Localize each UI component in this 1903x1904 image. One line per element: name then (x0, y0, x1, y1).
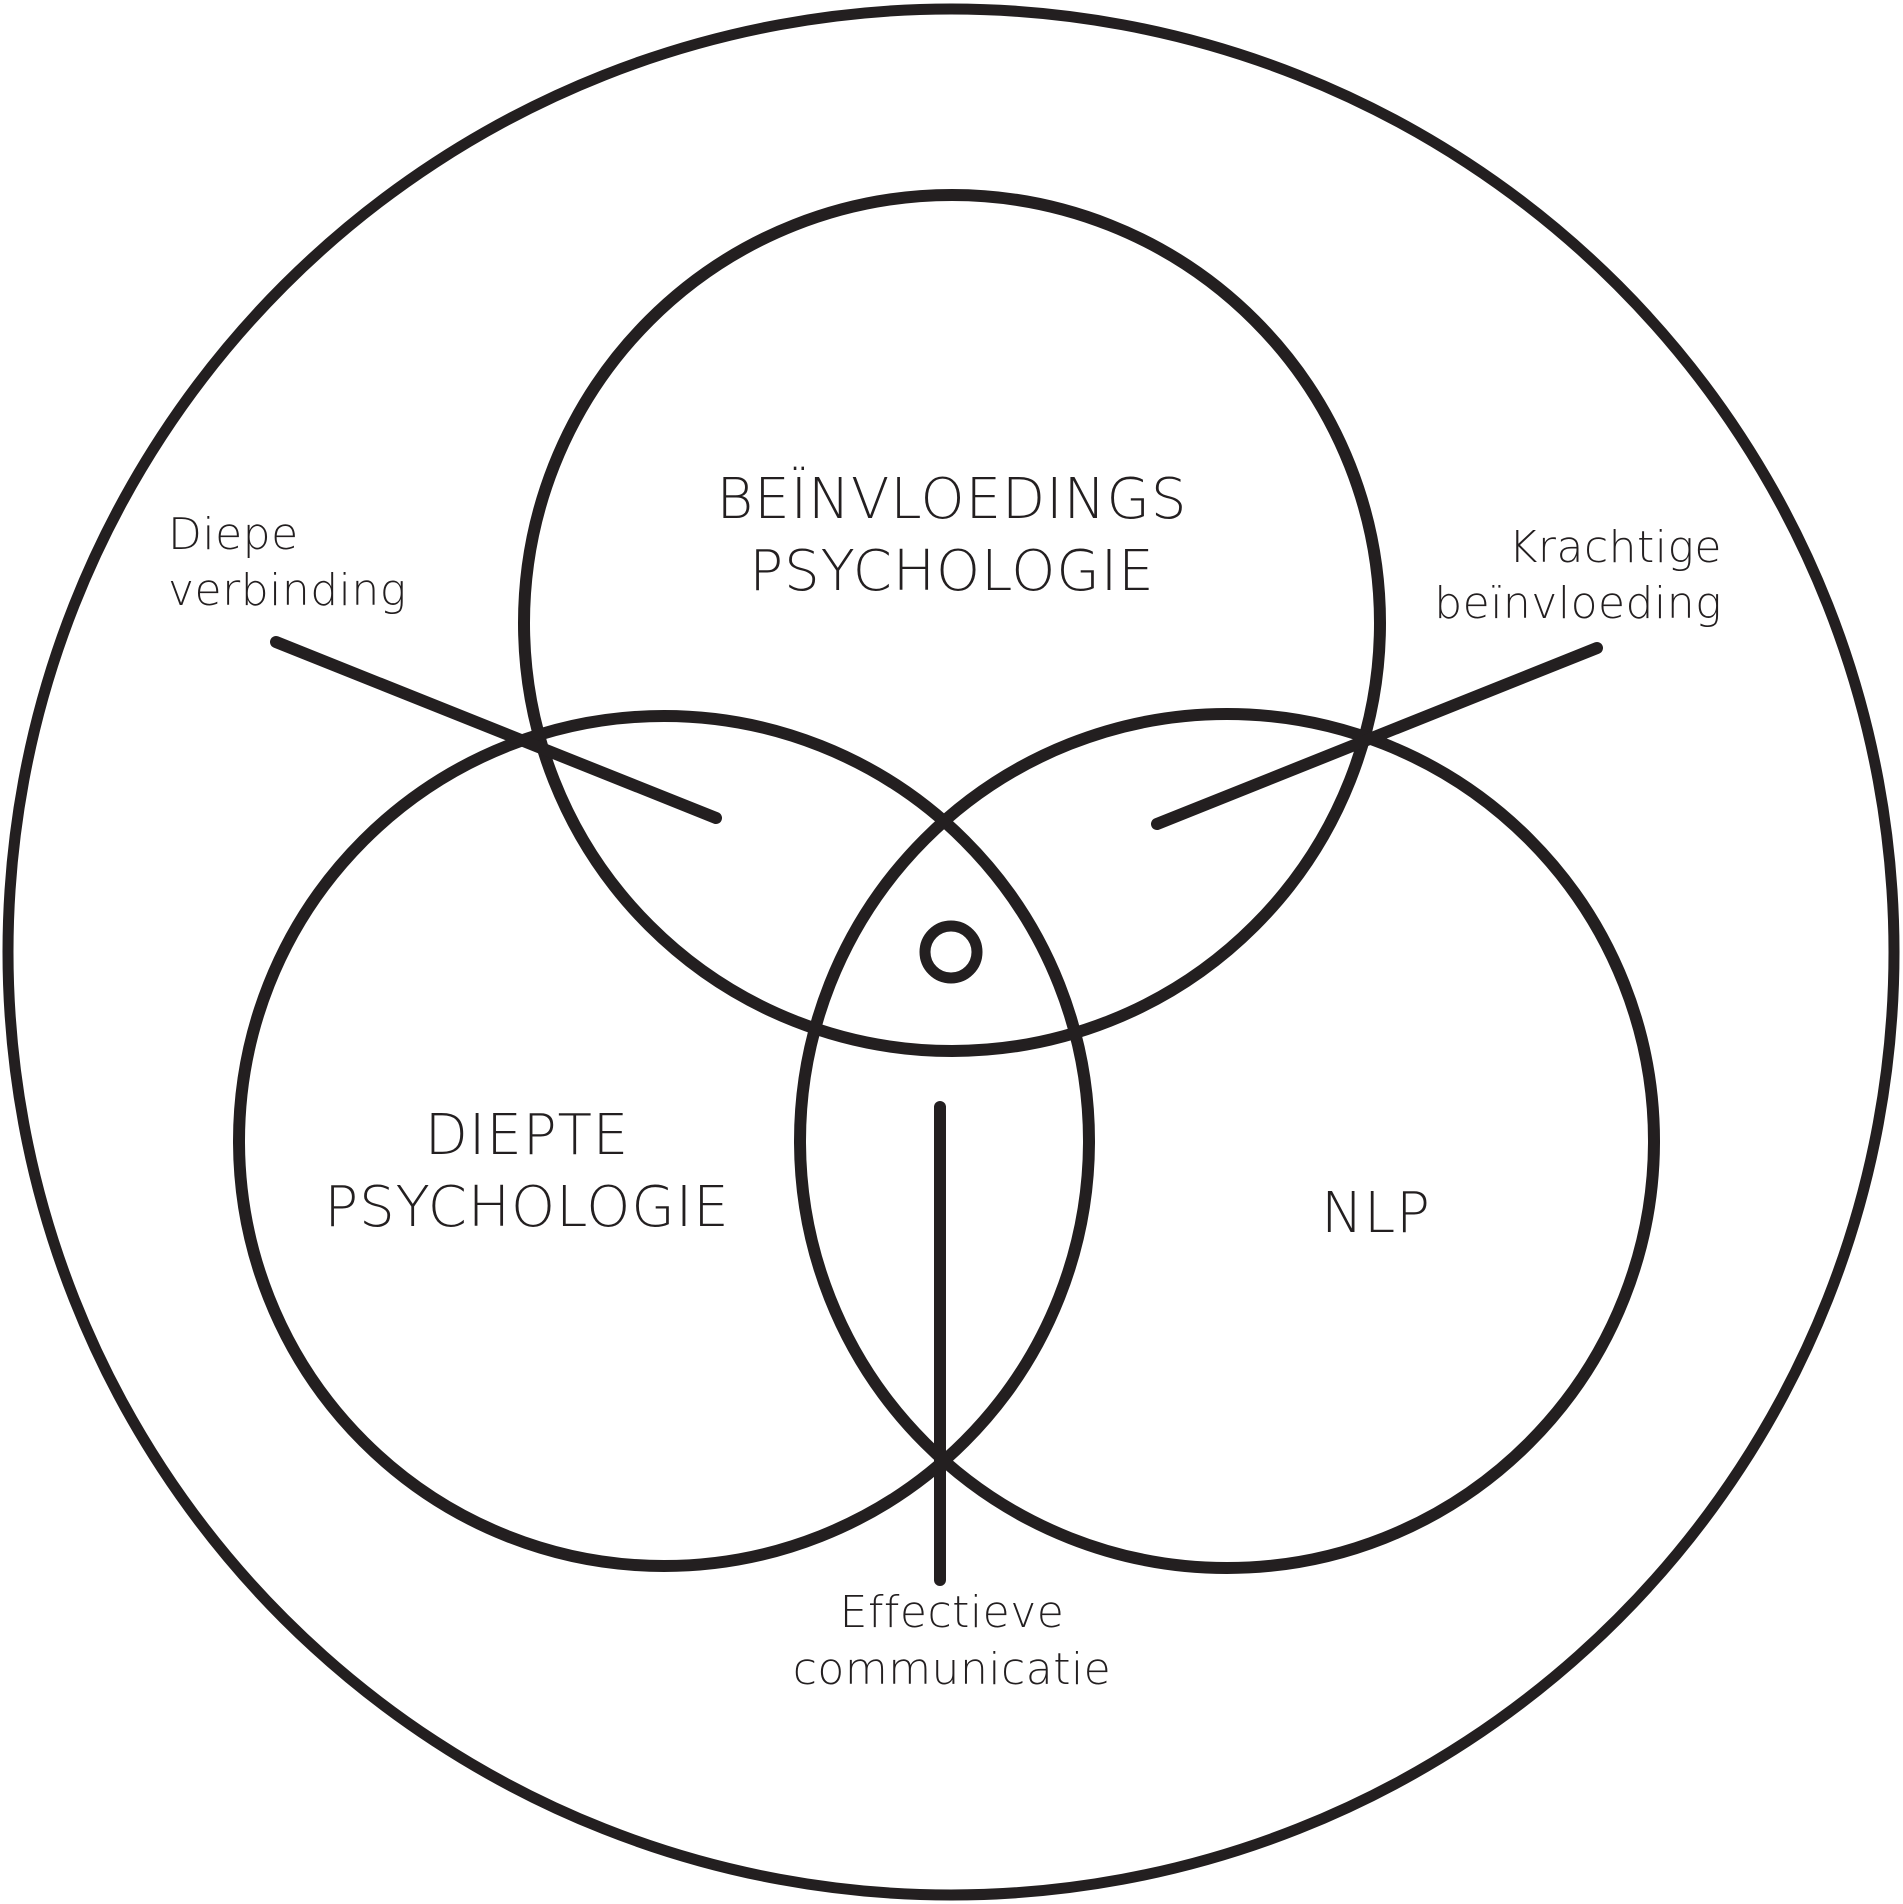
callout-left-line2: verbinding (168, 565, 407, 616)
top-circle-label-line1: BEÏNVLOEDINGS (717, 467, 1188, 532)
circle-dieptepsychologie (233, 710, 1095, 1572)
left-circle-label-line2: PSYCHOLOGIE (324, 1175, 729, 1240)
callout-left-line1: Diepe (168, 509, 299, 560)
circle-nlp (794, 708, 1660, 1574)
left-circle-label-line1: DIEPTE (425, 1103, 629, 1168)
connector-line-right (1151, 642, 1603, 830)
outer-circle (2, 3, 1900, 1901)
top-circle-label-line2: PSYCHOLOGIE (749, 539, 1154, 604)
callout-right-line1: Krachtige (1509, 522, 1722, 573)
right-circle-label: NLP (1321, 1181, 1431, 1246)
callout-right-line2: beïnvloeding (1434, 578, 1722, 629)
callout-bottom-line1: Effectieve (840, 1587, 1065, 1638)
connector-line-left (270, 636, 722, 824)
circle-beinvloedingspsychologie (518, 189, 1386, 1057)
center-marker-icon (919, 920, 983, 984)
callout-bottom-line2: communicatie (793, 1644, 1112, 1695)
